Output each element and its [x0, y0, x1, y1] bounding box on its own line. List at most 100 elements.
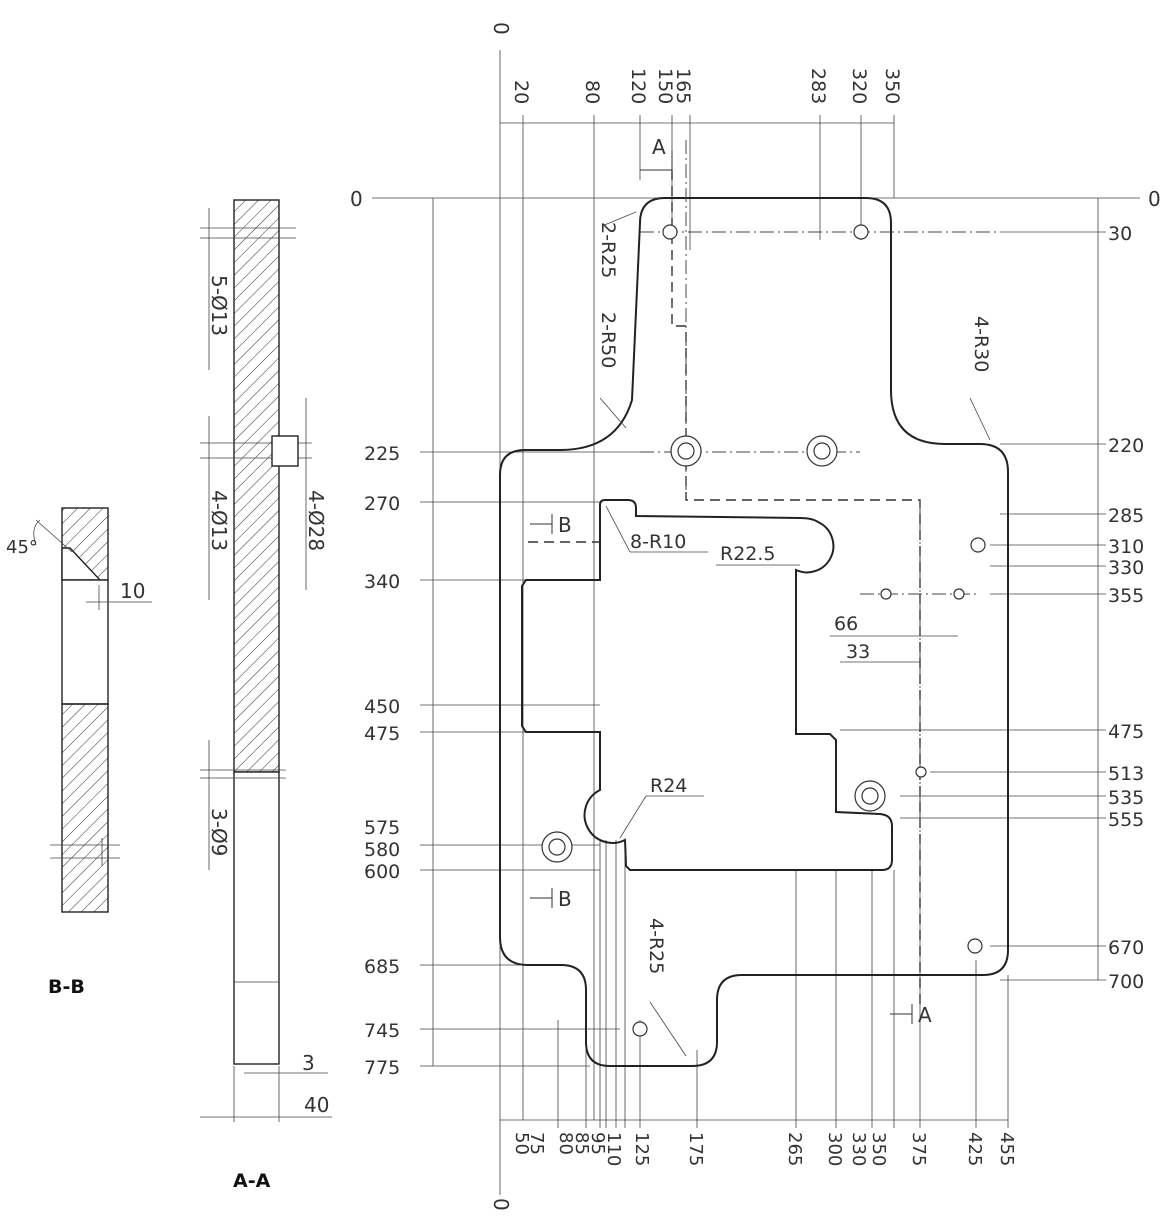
callout-2r50: 2-R50	[597, 312, 619, 368]
aa-label-4x28: 4-Ø28	[304, 490, 328, 551]
bottom-x-label: 75	[526, 1132, 547, 1155]
section-mark-b-top: B	[530, 513, 572, 537]
leader-2r25	[601, 211, 637, 227]
aa-counterbore	[271, 435, 299, 467]
section-aa-view: 5-Ø13 4-Ø13 3-Ø9 4-Ø28 3 40 A-A	[200, 199, 332, 1192]
hole-tiny	[880, 588, 892, 600]
top-x-labels: 20 80 120 150 165 283 320 350	[510, 68, 903, 104]
bb-angle-leader	[35, 519, 73, 553]
callout-4r30: 4-R30	[970, 316, 992, 372]
bottom-x-label: 350	[868, 1132, 889, 1166]
left-y-label: 775	[364, 1057, 400, 1079]
part-outer-outline	[499, 197, 1009, 1067]
bb-angle-arc	[33, 519, 41, 546]
bottom-x-label: 300	[824, 1132, 845, 1166]
bottom-x-label: 85	[571, 1132, 592, 1155]
aa-label-3x9: 3-Ø9	[207, 808, 231, 856]
aa-lower-plain	[233, 771, 280, 1065]
leader-4r25	[649, 1001, 687, 1057]
hole-small	[967, 938, 983, 954]
section-mark-b-top-label: B	[558, 513, 572, 537]
aa-label-5x13: 5-Ø13	[207, 275, 231, 336]
bottom-x-label: 95	[587, 1132, 608, 1155]
right-y-label: 700	[1108, 971, 1144, 993]
callout-r24: R24	[650, 775, 687, 797]
top-x-label: 283	[807, 68, 829, 104]
section-mark-a-top-label: A	[652, 135, 666, 159]
left-y-label: 450	[364, 696, 400, 718]
aa-label-4x13: 4-Ø13	[207, 490, 231, 551]
callout-r22-5: R22.5	[720, 543, 776, 565]
bottom-x-labels: 50 75 80 85 95 110 125 175 265 300 330 3…	[511, 1132, 1017, 1166]
leader-r24	[619, 795, 647, 839]
origin-right-label: 0	[1148, 187, 1161, 211]
right-y-label: 475	[1108, 721, 1144, 743]
callout-4r25: 4-R25	[645, 918, 667, 974]
section-mark-b-bottom-label: B	[558, 887, 572, 911]
hole-small	[970, 537, 986, 553]
right-y-label: 310	[1108, 536, 1144, 558]
hole-small	[662, 224, 678, 240]
left-y-label: 685	[364, 956, 400, 978]
bb-lower-hatched	[61, 703, 109, 913]
dim-33-label: 33	[846, 641, 870, 663]
section-mark-a-top: A	[640, 135, 673, 172]
leader-4r30	[969, 397, 991, 441]
right-y-label: 670	[1108, 937, 1144, 959]
right-y-labels: 30 220 285 310 330 355 475 513 535 555 6…	[1108, 223, 1144, 993]
bottom-x-label: 375	[908, 1132, 929, 1166]
aa-dim-3-label: 3	[302, 1051, 315, 1075]
hole-tiny	[915, 766, 927, 778]
hole-tiny	[953, 588, 965, 600]
bottom-x-label: 175	[685, 1132, 706, 1166]
bb-open-bore	[61, 579, 109, 705]
left-y-label: 225	[364, 443, 400, 465]
dim-66-label: 66	[834, 613, 858, 635]
origin-left-label: 0	[350, 187, 363, 211]
left-y-label: 475	[364, 723, 400, 745]
left-y-label: 340	[364, 571, 400, 593]
top-x-label: 20	[510, 80, 532, 104]
left-y-label: 600	[364, 861, 400, 883]
aa-hatched-section	[233, 199, 280, 773]
callout-8r10: 8-R10	[630, 531, 686, 553]
section-mark-a-bottom-label: A	[918, 1003, 932, 1027]
bottom-x-label: 125	[631, 1132, 652, 1166]
part-inner-cutout	[521, 499, 893, 871]
right-y-label: 513	[1108, 763, 1144, 785]
top-x-label: 120	[627, 68, 649, 104]
bottom-x-label: 80	[555, 1132, 576, 1155]
bottom-x-label: 265	[784, 1132, 805, 1166]
top-x-label: 150	[654, 68, 676, 104]
bb-view-label: B-B	[48, 976, 85, 998]
right-y-label: 355	[1108, 585, 1144, 607]
right-y-tick-lines	[840, 231, 1106, 981]
bottom-x-tick-lines	[557, 840, 1009, 1128]
section-mark-a-bottom: A	[890, 1003, 932, 1027]
bottom-x-label: 425	[964, 1132, 985, 1166]
hole-counterbore-inner	[861, 787, 879, 805]
left-y-label: 270	[364, 493, 400, 515]
bb-dim-10-label: 10	[120, 579, 145, 603]
left-y-labels: 225 270 340 450 475 575 580 600 685 745 …	[364, 443, 400, 1079]
right-y-label: 330	[1108, 557, 1144, 579]
hole-counterbore-inner	[548, 838, 566, 856]
hole-small	[632, 1021, 648, 1037]
bottom-x-label: 110	[603, 1132, 624, 1166]
right-y-label: 220	[1108, 435, 1144, 457]
top-x-label: 320	[848, 68, 870, 104]
right-y-label: 285	[1108, 505, 1144, 527]
hole-counterbore-inner	[677, 442, 695, 460]
bottom-x-label: 330	[848, 1132, 869, 1166]
left-y-label: 745	[364, 1020, 400, 1042]
right-y-label: 535	[1108, 787, 1144, 809]
origin-bottom-label: 0	[489, 1198, 513, 1211]
top-x-label: 165	[672, 68, 694, 104]
bb-angle-label: 45°	[6, 537, 38, 558]
top-x-label: 350	[881, 68, 903, 104]
aa-view-label: A-A	[233, 1170, 271, 1192]
right-y-label: 555	[1108, 809, 1144, 831]
plan-view: 0 0 0 0 20 80 120 150 165 283 320 350	[350, 22, 1161, 1211]
callout-2r25: 2-R25	[597, 222, 619, 278]
